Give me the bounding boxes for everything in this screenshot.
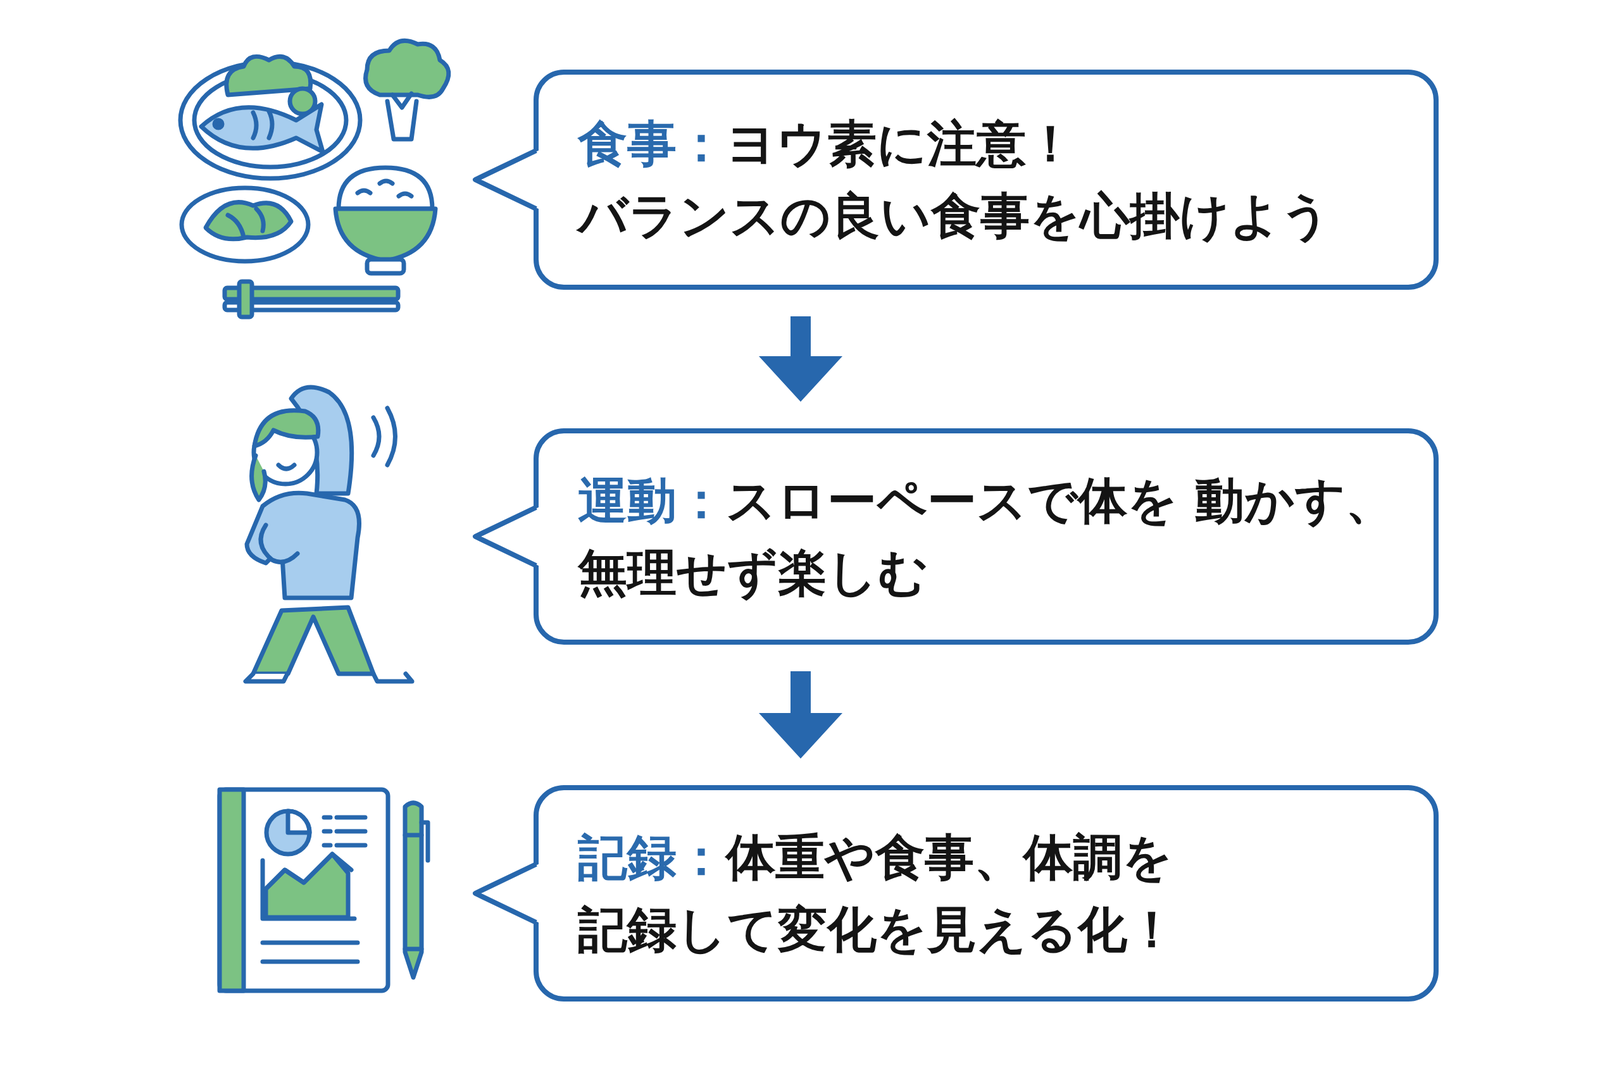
flow-arrow — [758, 671, 843, 759]
box-text: 食事：ヨウ素に注意！ バランスの良い食事を心掛けよう — [577, 107, 1396, 252]
record-notebook — [219, 789, 428, 992]
meal-icon — [180, 40, 449, 318]
box-heading: 記録： — [577, 829, 726, 887]
speech-box: 記録：体重や食事、体調を 記録して変化を見える化！ — [533, 785, 1439, 1002]
speech-tail — [470, 492, 547, 582]
speech-tail — [470, 849, 547, 938]
stretching-person — [245, 387, 413, 682]
flow-arrow — [758, 316, 843, 402]
box-heading: 運動： — [577, 472, 726, 530]
speech-box: 運動：スローペースで体を 動かす、無理せず楽しむ — [533, 428, 1439, 645]
speech-box: 食事：ヨウ素に注意！ バランスの良い食事を心掛けよう — [533, 69, 1439, 290]
box-text: 運動：スローペースで体を 動かす、無理せず楽しむ — [577, 464, 1396, 609]
speech-tail — [470, 135, 547, 225]
box-heading: 食事： — [577, 115, 726, 173]
box-text: 記録：体重や食事、体調を 記録して変化を見える化！ — [577, 821, 1396, 966]
